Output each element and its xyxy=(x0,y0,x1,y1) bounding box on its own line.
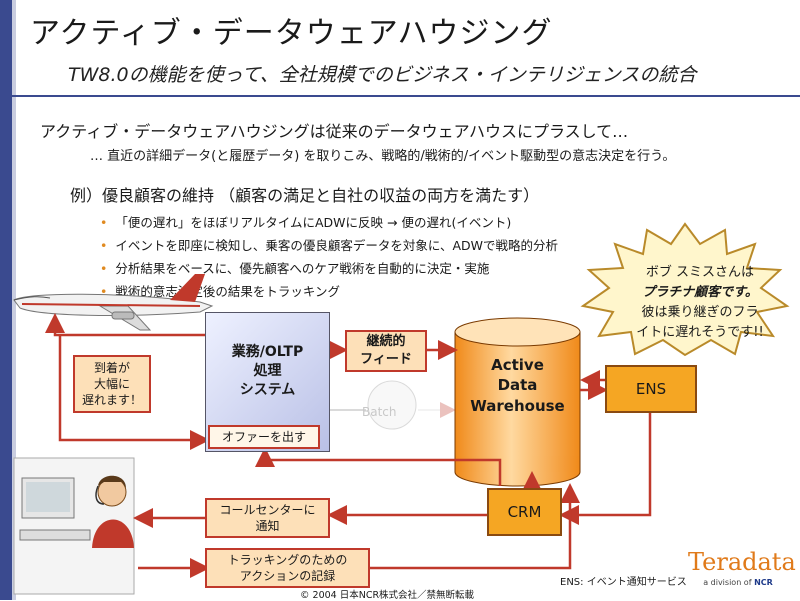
operator-icon xyxy=(13,457,135,595)
arrival-delay-box: 到着が 大幅に 遅れます！ xyxy=(73,355,151,413)
ncr-logo-icon: NCR xyxy=(754,578,773,587)
example-heading: 例）優良顧客の維持 （顧客の満足と自社の収益の両方を満たす） xyxy=(70,186,540,205)
callout-line: 彼は乗り継ぎのフラ xyxy=(641,305,759,320)
callout-line: プラチナ顧客です。 xyxy=(642,285,758,300)
intro-text: アクティブ・データウェアハウジングは従来のデータウェアハウスにプラスして… xyxy=(40,122,629,141)
logo-wordmark: Teradata xyxy=(688,548,796,576)
cylinder-icon xyxy=(454,317,581,487)
callout-line: ボブ スミスさんは xyxy=(645,265,755,280)
bullet-item: •「便の遅れ」をほぼリアルタイムにADWに反映 → 便の遅れ(イベント) xyxy=(100,215,512,230)
bullet-dot-icon: • xyxy=(100,238,108,253)
bullet-dot-icon: • xyxy=(100,284,108,299)
adw-label: Active Data Warehouse xyxy=(470,356,565,415)
page-subtitle: TW8.0の機能を使って、全社規模でのビジネス・インテリジェンスの統合 xyxy=(68,64,697,86)
callout-line: イトに遅れそうです!! xyxy=(636,325,764,340)
ens-footnote: ENS: イベント通知サービス xyxy=(560,577,687,588)
continuous-feed-box: 継続的 フィード xyxy=(345,330,427,372)
bullet-dot-icon: • xyxy=(100,215,108,230)
tracking-record-box: トラッキングのための アクションの記録 xyxy=(205,548,370,588)
bullet-item: •イベントを即座に検知し、乗客の優良顧客データを対象に、ADWで戦略的分析 xyxy=(100,238,559,253)
copyright: © 2004 日本NCR株式会社／禁無断転載 xyxy=(300,590,475,601)
intro-detail: … 直近の詳細データ(と履歴データ) を取りこみ、戦略的/戦術的/イベント駆動型… xyxy=(90,149,676,164)
crm-box: CRM xyxy=(487,488,562,536)
logo-tagline: a division of NCR xyxy=(703,578,773,587)
bullet-item: •分析結果をベースに、優先顧客へのケア戦術を自動的に決定・実施 xyxy=(100,261,490,276)
call-center-box: コールセンターに 通知 xyxy=(205,498,330,538)
bullet-dot-icon: • xyxy=(100,261,108,276)
teradata-logo: Teradata a division of NCR xyxy=(688,548,796,587)
bullet-item: •戦術的意志決定後の結果をトラッキング xyxy=(100,284,341,299)
ens-box: ENS xyxy=(605,365,697,413)
batch-label: Batch xyxy=(362,405,397,419)
offer-box: オファーを出す xyxy=(208,425,320,449)
airplane-icon xyxy=(13,274,214,331)
page-title: アクティブ・データウェアハウジング xyxy=(30,16,553,51)
sidebar-bar xyxy=(0,0,12,600)
title-divider xyxy=(0,95,800,97)
callout-burst xyxy=(580,222,790,357)
